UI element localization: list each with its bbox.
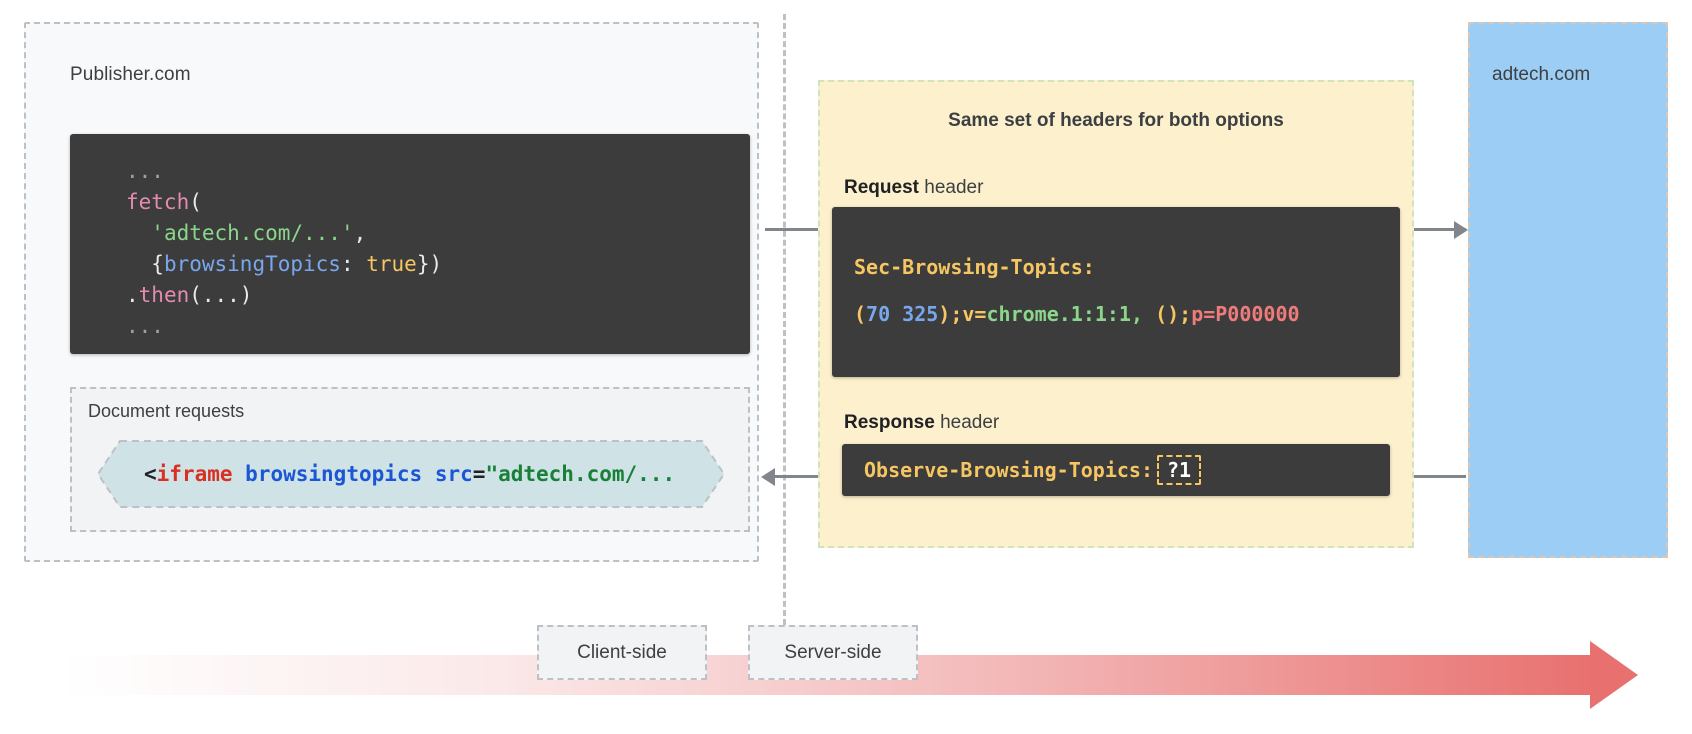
headers-panel-title: Same set of headers for both options <box>948 110 1284 131</box>
code-line: .then(...) <box>126 283 253 307</box>
response-header-label: Response header <box>844 412 999 434</box>
request-header-label: Request header <box>844 177 983 199</box>
response-header-label-bold: Response <box>844 412 935 433</box>
request-arrow-line-left <box>765 228 819 231</box>
response-arrow-line-left <box>775 475 819 478</box>
request-header-value: (70 325);v=chrome.1:1:1, ();p=P000000 <box>854 302 1300 326</box>
response-arrow-line-right <box>1414 475 1466 478</box>
chip-shape-icon <box>96 440 726 508</box>
response-header-label-rest: header <box>934 412 1000 433</box>
adtech-label: adtech.com <box>1492 64 1591 85</box>
request-header-code-block: Sec-Browsing-Topics: (70 325);v=chrome.1… <box>832 207 1400 377</box>
response-arrow-head-icon <box>761 468 775 486</box>
client-server-divider <box>783 14 786 634</box>
headers-panel: Same set of headers for both options Req… <box>818 80 1414 548</box>
publisher-label: Publisher.com <box>70 64 191 85</box>
response-header-code-block: Observe-Browsing-Topics:?1 <box>842 444 1390 496</box>
request-arrow-line-right <box>1414 228 1466 231</box>
request-header-label-bold: Request <box>844 177 919 198</box>
request-header-label-rest: header <box>918 177 984 198</box>
timeline-arrow-head-icon <box>1590 641 1638 709</box>
code-line: {browsingTopics: true}) <box>126 252 443 276</box>
response-header-value-chip: ?1 <box>1156 455 1202 485</box>
adtech-panel: adtech.com <box>1468 22 1668 558</box>
response-header-name: Observe-Browsing-Topics: <box>864 458 1153 482</box>
code-line: ... <box>126 159 164 183</box>
response-header-line: Observe-Browsing-Topics:?1 <box>842 455 1202 485</box>
timeline-client-side-chip: Client-side <box>537 625 707 680</box>
request-header-name: Sec-Browsing-Topics: <box>854 255 1095 279</box>
fetch-code-block: ... fetch( 'adtech.com/...', {browsingTo… <box>70 134 750 354</box>
request-arrow-head-icon <box>1454 221 1468 239</box>
timeline: Client-side Server-side <box>62 625 1638 709</box>
timeline-server-side-chip: Server-side <box>748 625 918 680</box>
code-line: fetch( <box>126 190 202 214</box>
document-requests-label: Document requests <box>88 401 245 421</box>
publisher-panel: Publisher.com ... fetch( 'adtech.com/...… <box>24 22 759 562</box>
code-line: 'adtech.com/...', <box>151 221 367 245</box>
code-line: ... <box>126 314 164 338</box>
iframe-snippet-chip: <iframe browsingtopics src="adtech.com/.… <box>96 439 726 509</box>
iframe-snippet-text: <iframe browsingtopics src="adtech.com/.… <box>144 462 676 486</box>
document-requests-box: Document requests <iframe browsingtopics… <box>70 387 750 532</box>
